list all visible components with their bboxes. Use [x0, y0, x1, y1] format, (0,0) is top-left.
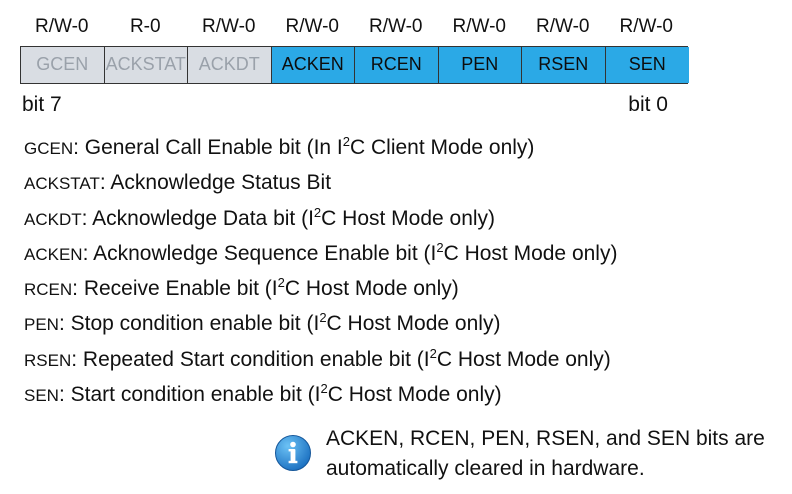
description-list: GCEN: General Call Enable bit (In I2C Cl… — [24, 130, 744, 412]
desc-bit-name: ACKSTAT — [24, 174, 100, 194]
note-line-1: ACKEN, RCEN, PEN, RSEN, and SEN bits are — [326, 427, 765, 450]
desc-ackdt: ACKDT: Acknowledge Data bit (I2C Host Mo… — [24, 201, 744, 236]
desc-text-after: C Host Mode only) — [284, 277, 459, 301]
access-label-pen: R/W-0 — [452, 16, 506, 37]
desc-acken: ACKEN: Acknowledge Sequence Enable bit (… — [24, 236, 744, 271]
desc-text: : General Call Enable bit (In I — [73, 136, 343, 159]
desc-bit-name: RCEN — [24, 280, 73, 300]
desc-bit-name: PEN — [24, 315, 59, 335]
note-line-2: automatically cleared in hardware. — [326, 457, 645, 480]
desc-text-after: C Host Mode only) — [326, 312, 501, 336]
note: ACKEN, RCEN, PEN, RSEN, and SEN bits are… — [270, 424, 790, 484]
desc-text: : Repeated Start condition enable bit (I — [71, 347, 430, 371]
access-label-ackstat: R-0 — [129, 16, 161, 37]
desc-bit-name: ACKEN — [24, 244, 83, 264]
bit-lsb-label: bit 0 — [628, 93, 668, 116]
desc-text-after: C Host Mode only) — [436, 347, 611, 371]
desc-text-after: C Host Mode only) — [327, 383, 502, 407]
desc-sen: SEN: Start condition enable bit (I2C Hos… — [24, 377, 744, 412]
bit-cell-gcen: GCEN — [21, 47, 105, 83]
desc-ackstat: ACKSTAT: Acknowledge Status Bit — [24, 165, 744, 200]
desc-superscript: 2 — [277, 275, 285, 291]
desc-text-after: C Client Mode only) — [350, 136, 535, 159]
desc-superscript: 2 — [429, 345, 437, 361]
access-label-sen: R/W-0 — [619, 16, 673, 37]
desc-text-after: C Host Mode only) — [321, 206, 496, 230]
bit-msb-label: bit 7 — [22, 93, 62, 116]
bit-cell-ackdt: ACKDT — [188, 47, 272, 83]
desc-superscript: 2 — [313, 204, 322, 220]
desc-gcen: GCEN: General Call Enable bit (In I2C Cl… — [24, 130, 744, 165]
bit-cell-sen: SEN — [605, 47, 689, 83]
info-icon — [275, 435, 311, 471]
desc-superscript: 2 — [436, 239, 444, 255]
desc-text: : Acknowledge Sequence Enable bit (I — [82, 241, 437, 265]
bit-cell-rcen: RCEN — [355, 47, 439, 83]
desc-bit-name: GCEN — [24, 139, 74, 158]
desc-text: : Acknowledge Status Bit — [99, 171, 332, 195]
bit-cell-rsen: RSEN — [522, 47, 606, 83]
desc-text: : Receive Enable bit (I — [72, 277, 278, 301]
access-label-ackdt: R/W-0 — [202, 16, 256, 37]
desc-text: : Acknowledge Data bit (I — [81, 206, 314, 230]
access-label-gcen: R/W-0 — [35, 16, 89, 37]
desc-bit-name: RSEN — [24, 350, 72, 370]
access-label-rsen: R/W-0 — [536, 16, 590, 37]
access-label-rcen: R/W-0 — [369, 16, 423, 37]
note-text: ACKEN, RCEN, PEN, RSEN, and SEN bits are… — [326, 424, 792, 484]
desc-text-after: C Host Mode only) — [443, 241, 618, 265]
bit-cell-pen: PEN — [438, 47, 522, 83]
bit-cell-acken: ACKEN — [271, 47, 355, 83]
desc-rcen: RCEN: Receive Enable bit (I2C Host Mode … — [24, 271, 744, 306]
bit-cell-ackstat: ACKSTAT — [104, 47, 188, 83]
desc-text: : Start condition enable bit (I — [58, 383, 321, 407]
access-label-acken: R/W-0 — [285, 16, 339, 37]
desc-pen: PEN: Stop condition enable bit (I2C Host… — [24, 306, 744, 341]
desc-rsen: RSEN: Repeated Start condition enable bi… — [24, 342, 744, 377]
desc-bit-name: ACKDT — [24, 209, 82, 229]
access-row: R/W-0 R-0 R/W-0 R/W-0 R/W-0 R/W-0 R/W-0 R/W-0 — [20, 12, 688, 42]
desc-bit-name: SEN — [24, 386, 59, 406]
desc-superscript: 2 — [320, 381, 328, 397]
desc-superscript: 2 — [342, 134, 350, 149]
desc-text: : Stop condition enable bit (I — [58, 312, 320, 336]
desc-superscript: 2 — [319, 310, 327, 326]
